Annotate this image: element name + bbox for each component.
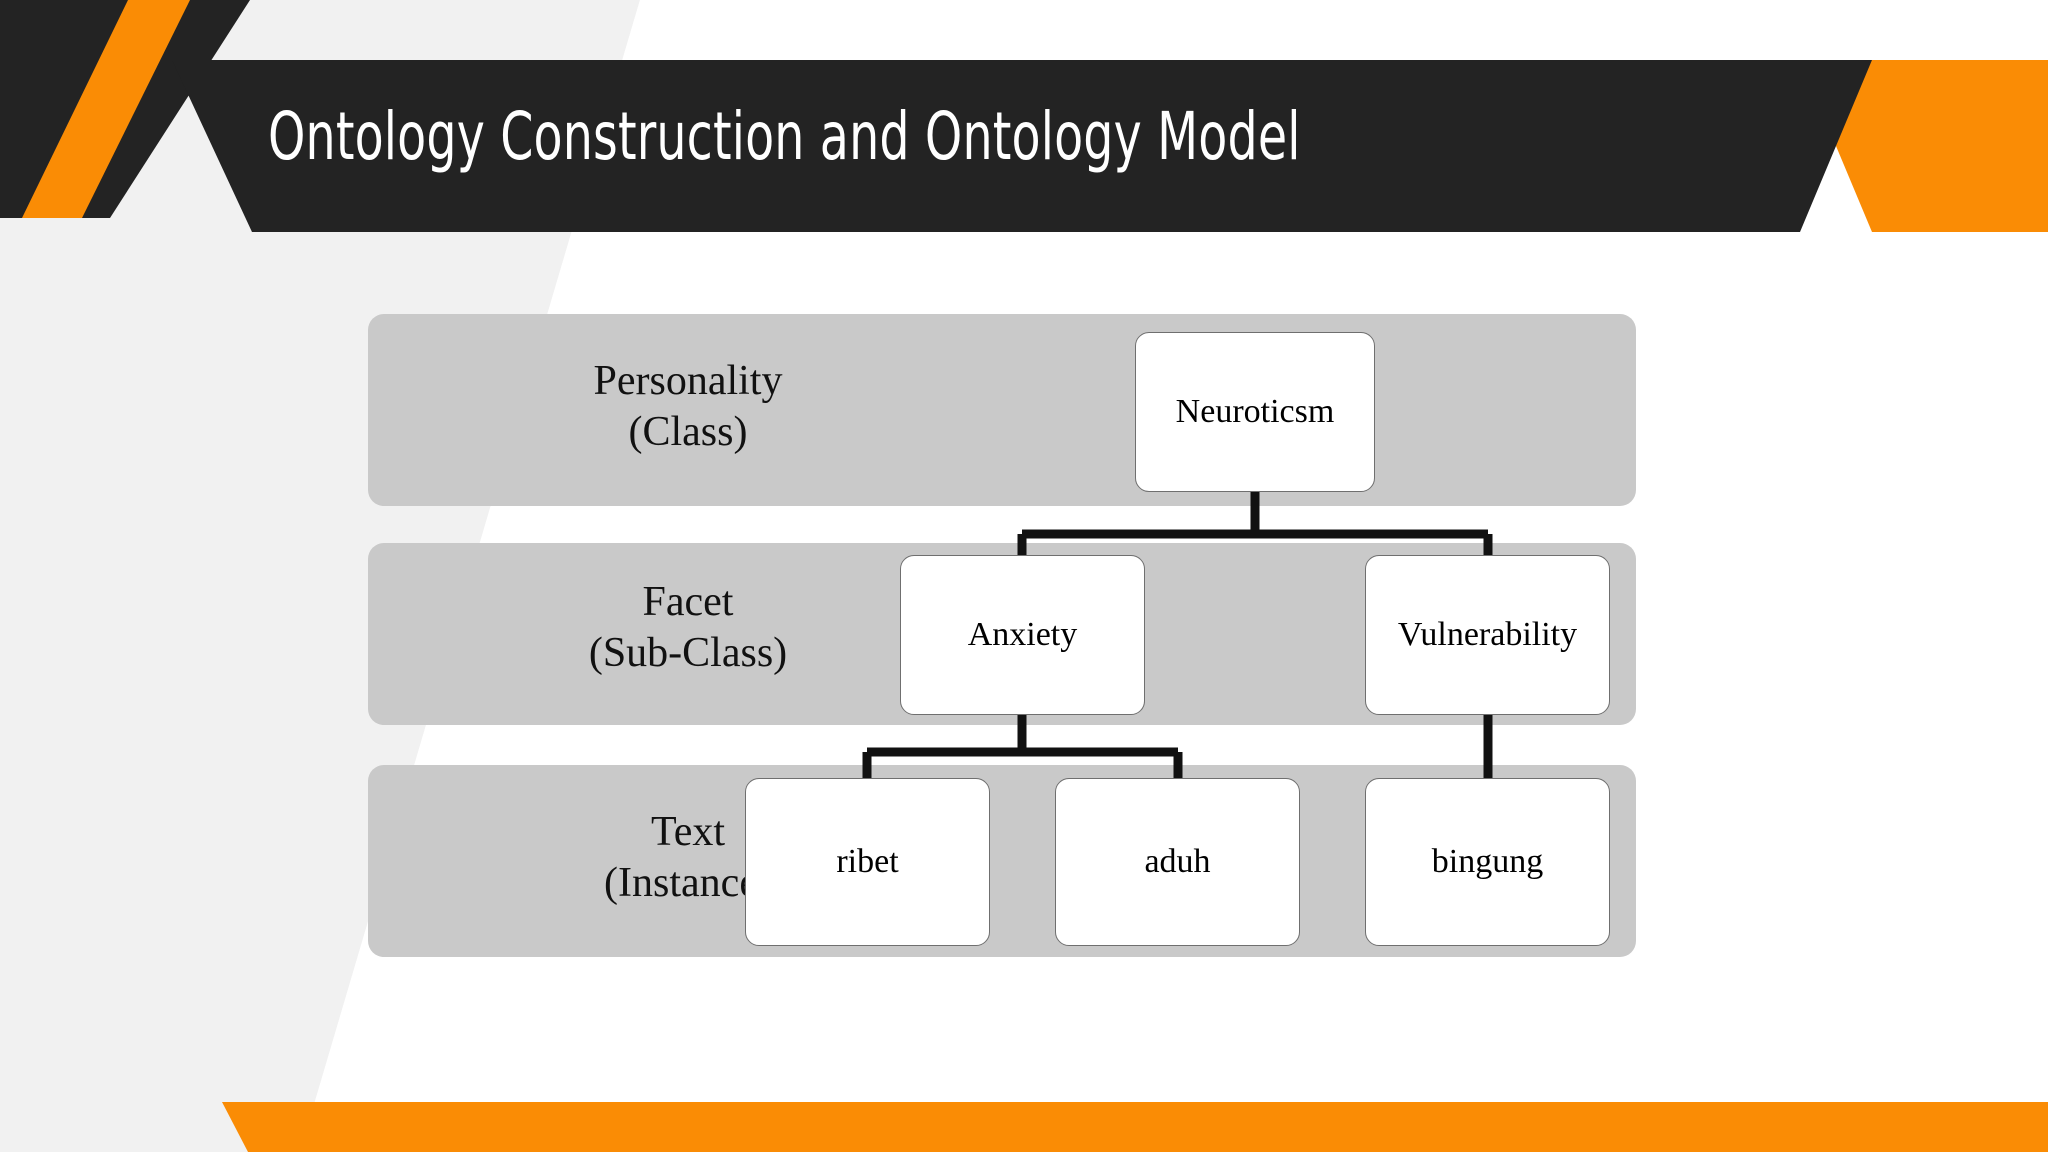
node-aduh[interactable]: aduh xyxy=(1055,778,1300,946)
node-neuroticsm[interactable]: Neuroticsm xyxy=(1135,332,1375,492)
band-label-facet-line1: Facet xyxy=(642,579,734,625)
node-anxiety[interactable]: Anxiety xyxy=(900,555,1145,715)
band-label-personality-line1: Personality xyxy=(593,358,783,404)
node-ribet[interactable]: ribet xyxy=(745,778,990,946)
page-title: Ontology Construction and Ontology Model xyxy=(268,98,1301,175)
band-label-personality: Personality (Class) xyxy=(368,356,1008,458)
orange-bottom-band xyxy=(222,1102,2048,1152)
node-bingung[interactable]: bingung xyxy=(1365,778,1610,946)
band-label-personality-line2: (Class) xyxy=(628,409,748,456)
orange-top-right-block xyxy=(1800,60,2048,232)
band-label-text: Text (Instance) xyxy=(368,807,1008,909)
band-label-facet: Facet (Sub-Class) xyxy=(368,577,1008,679)
node-vulnerability[interactable]: Vulnerability xyxy=(1365,555,1610,715)
band-personality: Personality (Class) xyxy=(368,314,1636,506)
band-label-facet-line2: (Sub-Class) xyxy=(588,630,788,677)
orange-diagonal-stripe xyxy=(22,0,190,218)
dark-corner-block xyxy=(0,0,250,218)
band-label-text-line1: Text xyxy=(650,809,726,855)
band-label-text-line2: (Instance) xyxy=(604,860,772,907)
